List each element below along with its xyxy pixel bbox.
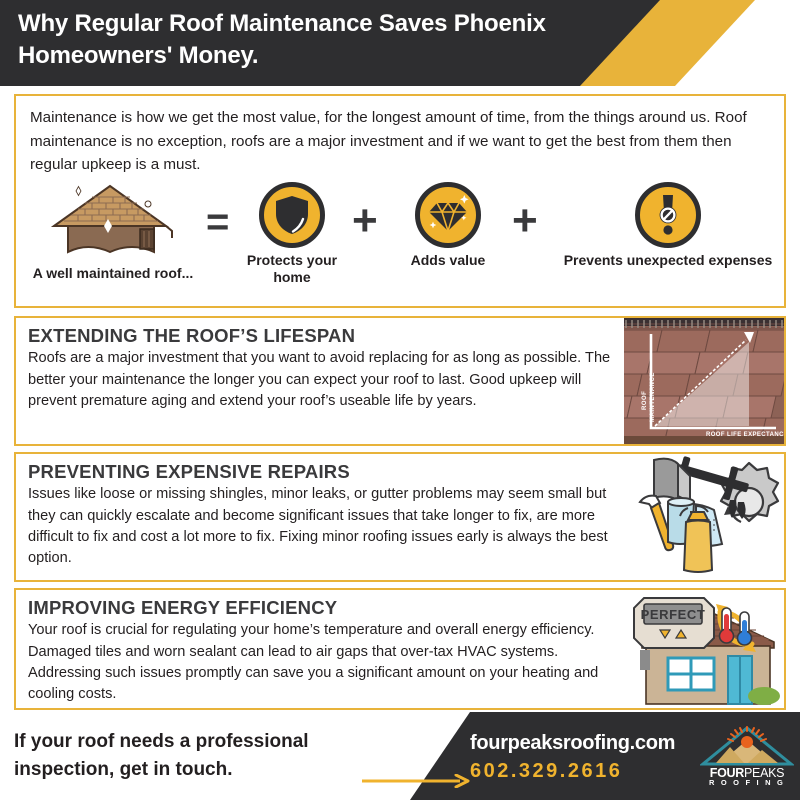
cycle-arrow-head-bottom — [743, 640, 756, 652]
benefit-caption-expenses: Prevents unexpected expenses — [563, 252, 773, 268]
chart-x-axis-label: ROOF LIFE EXPECTANCY — [706, 432, 784, 438]
section-text: Issues like loose or missing shingles, m… — [28, 486, 608, 567]
logo-name-bold: FOUR — [709, 766, 745, 780]
section-title: PREVENTING EXPENSIVE REPAIRS — [28, 461, 350, 482]
section-body: IMPROVING ENERGY EFFICIENCY Your roof is… — [28, 596, 618, 706]
logo-name: FOURPEAKS — [700, 766, 794, 780]
benefit-item-protects: Protects your home — [242, 182, 342, 286]
section-energy-efficiency: IMPROVING ENERGY EFFICIENCY Your roof is… — [14, 588, 786, 710]
benefit-caption-value: Adds value — [410, 252, 486, 268]
value-equation-row: A well maintained roof... = Protects you… — [16, 182, 784, 304]
company-logo[interactable]: FOURPEAKS R O O F I N G — [698, 726, 796, 788]
benefit-item-value: Adds value — [398, 182, 498, 269]
benefit-icon-circle — [259, 182, 325, 248]
chart-y-axis-label: ROOF — [642, 391, 648, 410]
chart-y-axis-label-2: MAINTENANCE — [650, 372, 656, 422]
plus-operator-2: + — [512, 196, 538, 245]
section-preventing-repairs: PREVENTING EXPENSIVE REPAIRS Issues like… — [14, 452, 786, 582]
exclamation-prohibited-icon — [659, 195, 677, 235]
shield-icon — [276, 196, 308, 234]
footer-banner: If your roof needs a professional inspec… — [0, 712, 800, 800]
thermostat-display-text: PERFECT — [641, 607, 706, 622]
roof-lifespan-chart-illustration: ROOF MAINTENANCE ROOF LIFE EXPECTANCY — [624, 318, 784, 444]
arrow-right-icon — [362, 774, 470, 788]
section-body: EXTENDING THE ROOF’S LIFESPAN Roofs are … — [28, 324, 618, 412]
section-title: IMPROVING ENERGY EFFICIENCY — [28, 597, 338, 618]
benefit-item-expenses: Prevents unexpected expenses — [556, 182, 780, 269]
benefit-caption-protects: Protects your home — [246, 252, 338, 286]
section-body: PREVENTING EXPENSIVE REPAIRS Issues like… — [28, 460, 618, 570]
page-title: Why Regular Roof Maintenance Saves Phoen… — [18, 10, 546, 69]
equals-operator: = — [206, 200, 230, 244]
thermometer-cold-icon — [736, 611, 753, 646]
diamond-gem-icon — [429, 195, 469, 234]
thermostat-house-icon-group: PERFECT — [633, 597, 780, 705]
four-peaks-triangle-icon — [698, 726, 796, 766]
intro-box: Maintenance is how we get the most value… — [14, 94, 786, 308]
benefit-icon-circle — [415, 182, 481, 248]
plus-operator-1: + — [352, 196, 378, 245]
section-text: Roofs are a major investment that you wa… — [28, 350, 611, 409]
tools-icon-group — [638, 456, 780, 573]
footer-website[interactable]: fourpeaksroofing.com — [470, 732, 676, 754]
header-banner: Why Regular Roof Maintenance Saves Phoen… — [0, 0, 800, 86]
section-text: Your roof is crucial for regulating your… — [28, 622, 599, 703]
section-title: EXTENDING THE ROOF’S LIFESPAN — [28, 325, 356, 346]
logo-subtitle: R O O F I N G — [708, 778, 786, 787]
thermostat-icon: PERFECT — [633, 597, 715, 649]
spray-bottle-icon — [679, 504, 714, 573]
section-extending-lifespan: EXTENDING THE ROOF’S LIFESPAN Roofs are … — [14, 316, 786, 446]
benefit-icon-circle — [635, 182, 701, 248]
house-icon — [640, 607, 780, 705]
intro-paragraph: Maintenance is how we get the most value… — [30, 109, 747, 174]
footer-phone[interactable]: 602.329.2616 — [470, 760, 623, 782]
footer-cta-text: If your roof needs a professional inspec… — [14, 731, 309, 780]
house-roof-icon — [50, 184, 173, 254]
logo-name-light: PEAKS — [744, 766, 785, 780]
repair-tools-illustration — [624, 454, 784, 580]
shingle-roof-chart: ROOF MAINTENANCE ROOF LIFE EXPECTANCY — [624, 318, 784, 444]
thermometer-hot-icon — [718, 607, 735, 644]
equation-subject: A well maintained roof... — [22, 182, 204, 282]
thermostat-house-illustration: PERFECT — [624, 590, 784, 708]
equation-subject-caption: A well maintained roof... — [32, 265, 194, 281]
